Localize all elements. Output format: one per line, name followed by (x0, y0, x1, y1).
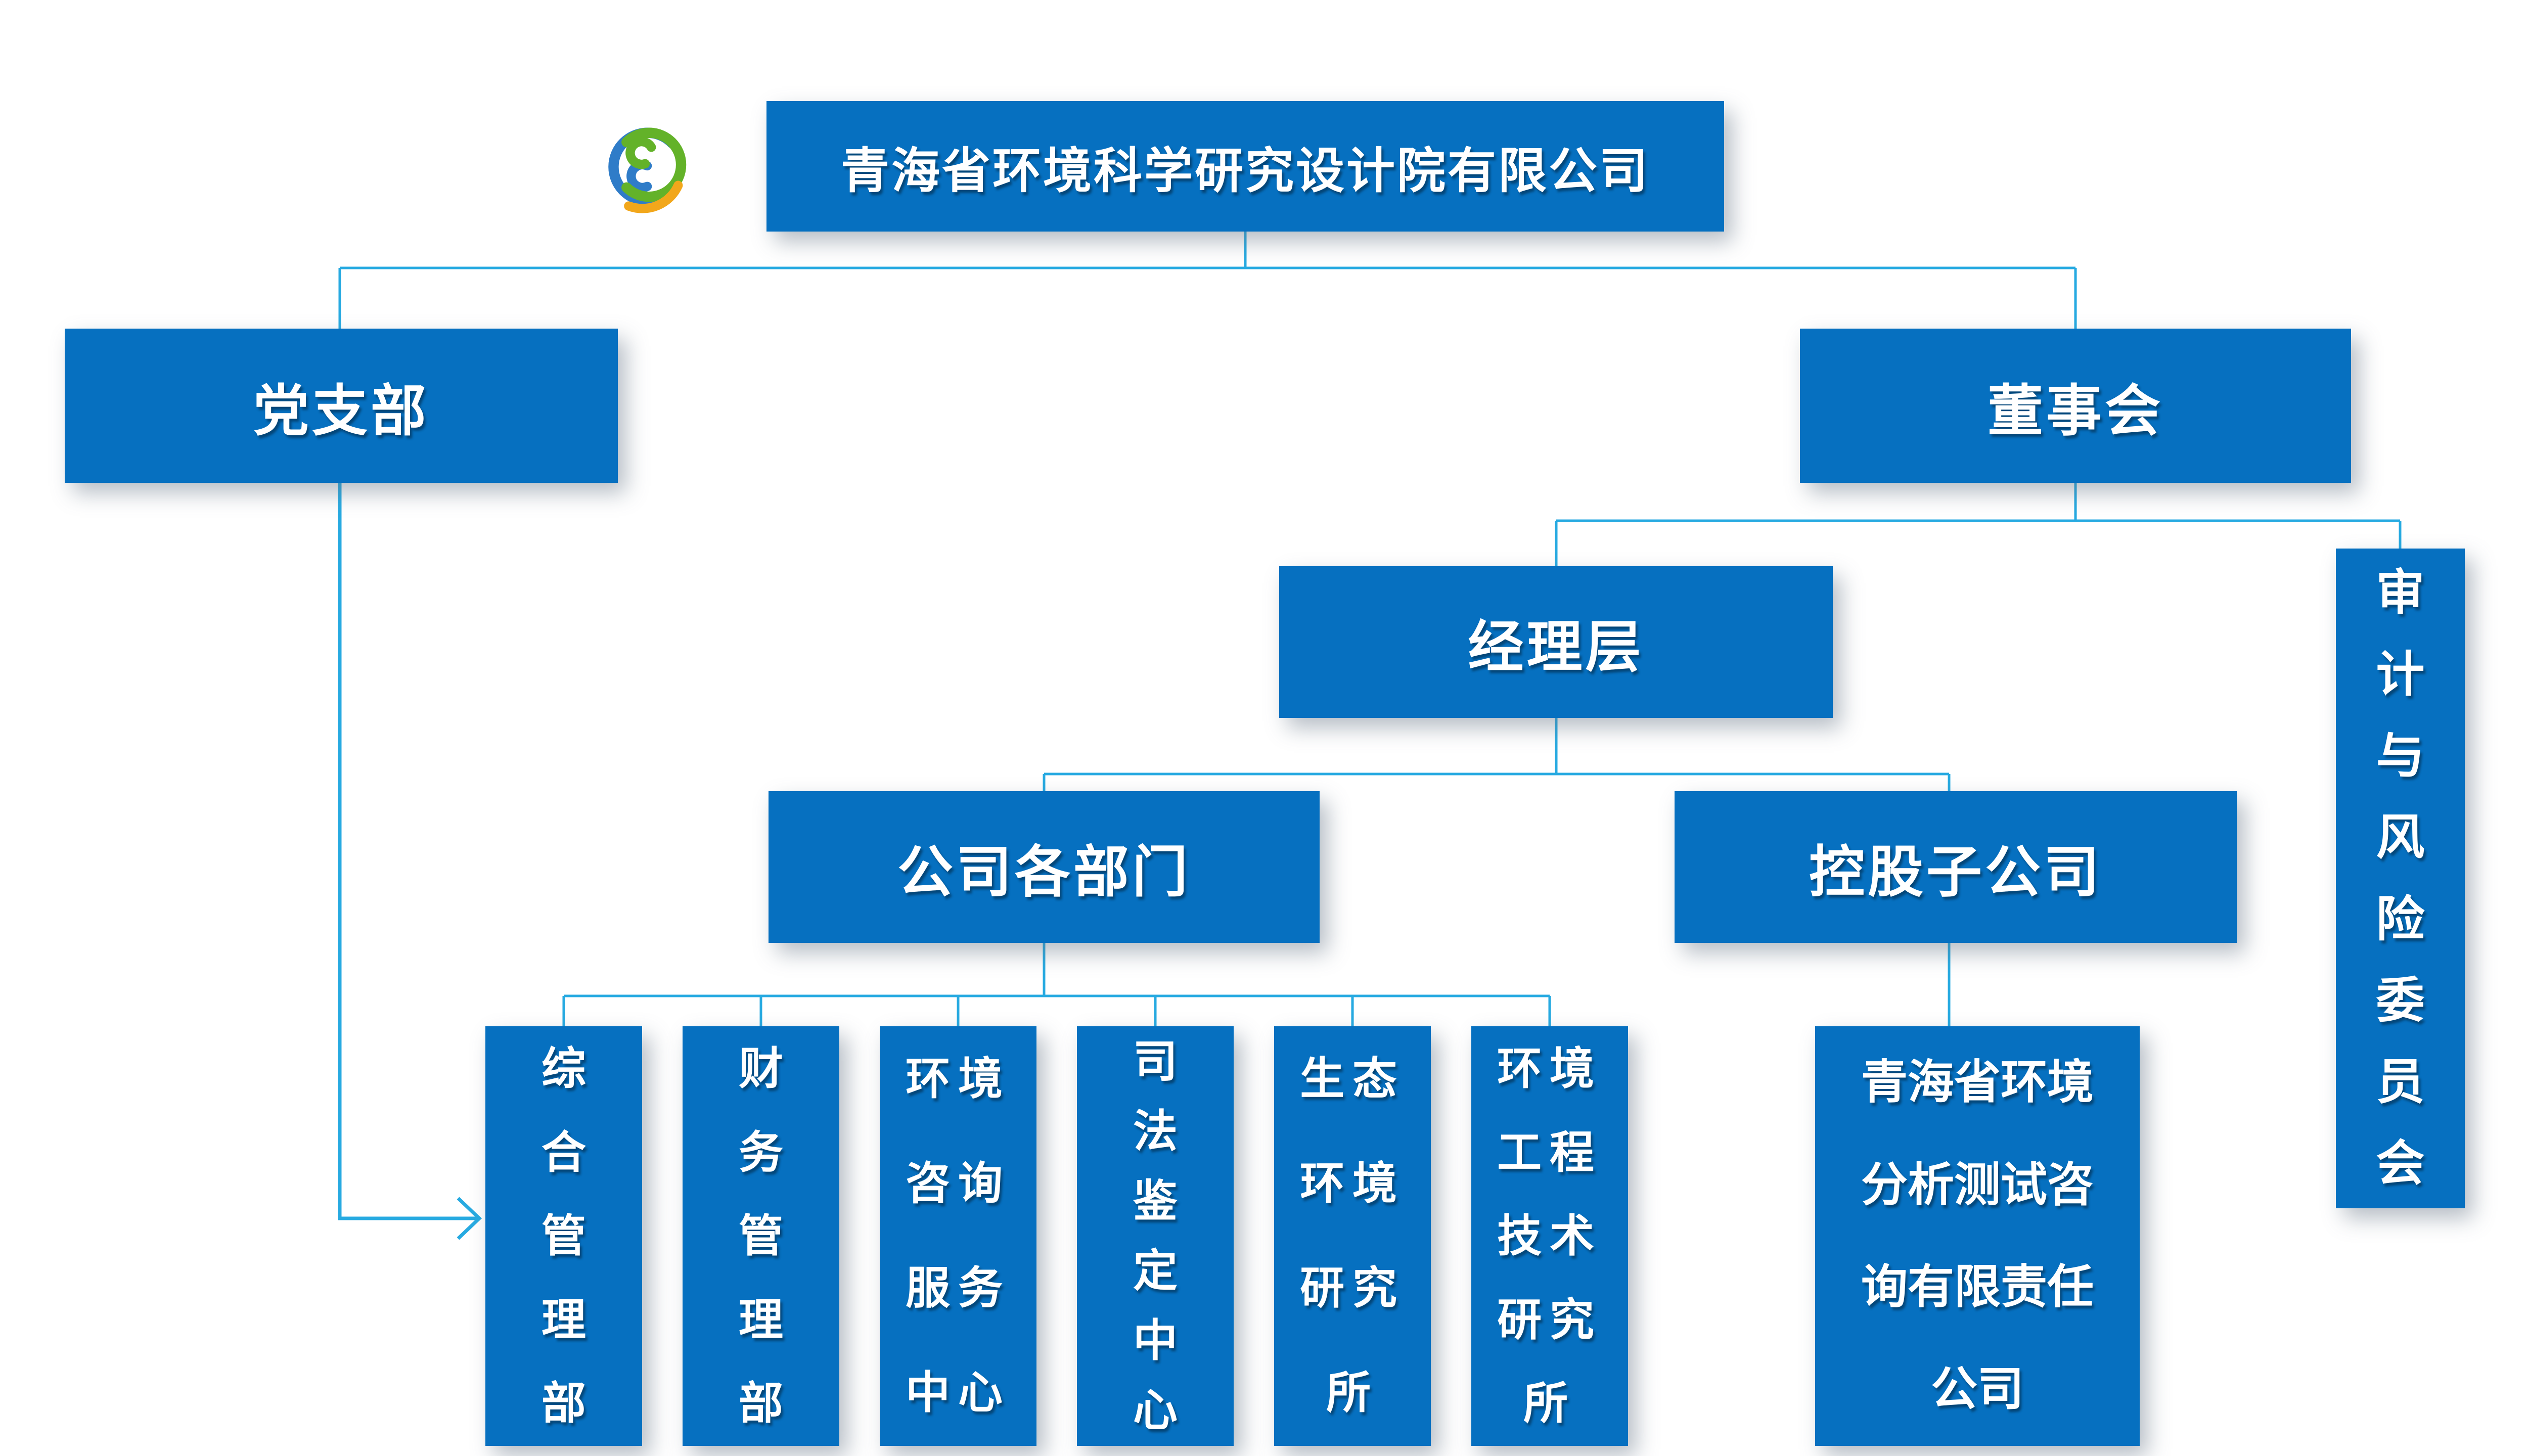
node-departments: 公司各部门 (769, 791, 1320, 943)
general-admin-dept-label: 综 合 管 理 部 (541, 1043, 586, 1429)
node-audit-risk-committee: 审 计 与 风 险 委 员 会 (2336, 549, 2465, 1208)
env-eng-institute-label: 环境 工程 技术 研究 所 (1497, 1043, 1602, 1429)
finance-dept-label: 财 务 管 理 部 (738, 1043, 783, 1429)
node-company: 青海省环境科学研究设计院有限公司 (766, 101, 1724, 232)
subsidiary-company-label: 青海省环境 分析测试咨 询有限责任 公司 (1861, 1057, 2094, 1416)
judicial-appraisal-center-label: 司 法 鉴 定 中 心 (1133, 1036, 1178, 1436)
company-title: 青海省环境科学研究设计院有限公司 (841, 144, 1650, 198)
company-logo-icon (608, 127, 687, 213)
node-finance-dept: 财 务 管 理 部 (683, 1026, 839, 1446)
subsidiaries-label: 控股子公司 (1809, 841, 2102, 903)
departments-label: 公司各部门 (897, 841, 1191, 903)
eco-env-institute-label: 生态 环境 研究 所 (1300, 1054, 1405, 1418)
management-label: 经理层 (1468, 616, 1644, 678)
node-eco-env-institute: 生态 环境 研究 所 (1274, 1026, 1431, 1446)
node-subsidiaries: 控股子公司 (1675, 791, 2237, 943)
party-branch-label: 党支部 (253, 380, 429, 442)
node-management: 经理层 (1279, 566, 1833, 718)
party-branch-arrow (338, 483, 478, 1220)
node-env-consulting-center: 环境 咨询 服务 中心 (880, 1026, 1036, 1446)
node-judicial-appraisal-center: 司 法 鉴 定 中 心 (1077, 1026, 1234, 1446)
audit-risk-committee-label: 审 计 与 风 险 委 员 会 (2376, 566, 2425, 1191)
node-general-admin-dept: 综 合 管 理 部 (485, 1026, 642, 1446)
board-label: 董事会 (1988, 380, 2163, 442)
arrowhead-icon (457, 1197, 482, 1240)
node-subsidiary-company: 青海省环境 分析测试咨 询有限责任 公司 (1815, 1026, 2140, 1446)
node-board: 董事会 (1800, 329, 2351, 483)
node-env-eng-institute: 环境 工程 技术 研究 所 (1471, 1026, 1628, 1446)
env-consulting-center-label: 环境 咨询 服务 中心 (906, 1054, 1011, 1418)
node-party-branch: 党支部 (65, 329, 618, 483)
